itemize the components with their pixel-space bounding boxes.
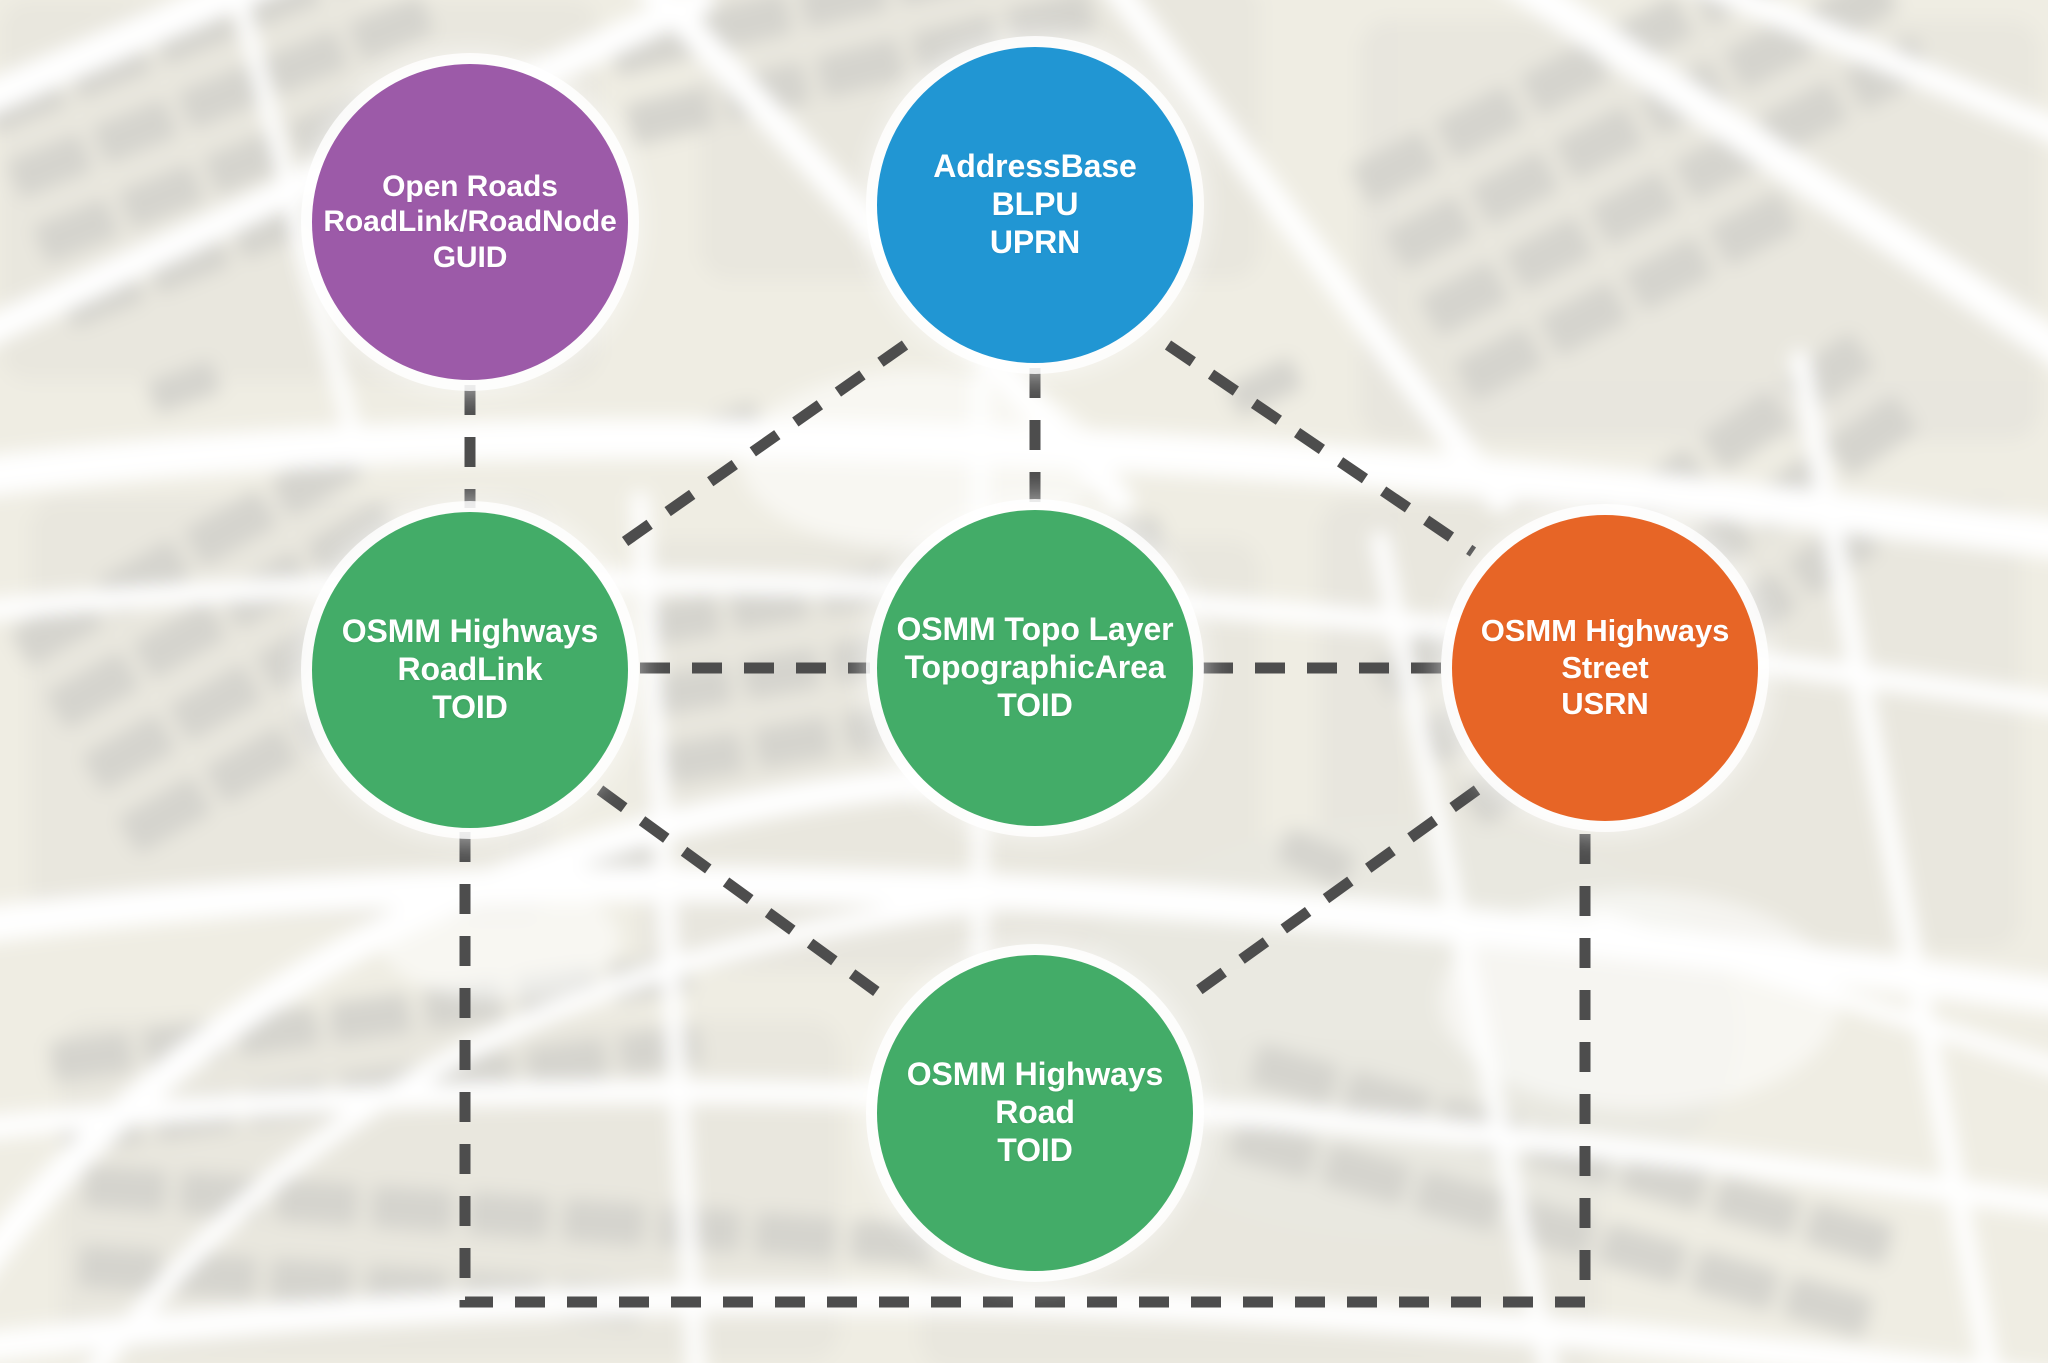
node-label-line: BLPU	[991, 186, 1079, 223]
edge-osmm-highways-roadlink--osmm-highways-road	[596, 785, 892, 1005]
node-label-line: TOID	[997, 1131, 1073, 1168]
node-label-line: USRN	[1561, 686, 1649, 722]
node-label-line: OSMM Highways	[906, 1056, 1164, 1093]
edge-addressbase--osmm-highways-street	[1164, 340, 1477, 557]
node-label-line: UPRN	[989, 223, 1081, 260]
node-label-line: AddressBase	[933, 148, 1137, 185]
edge-osmm-highways-street--osmm-highways-road	[1181, 785, 1481, 1005]
node-label-line: OSMM Topo Layer	[896, 611, 1174, 648]
node-label-line: RoadLink/RoadNode	[323, 205, 617, 239]
node-label-line: GUID	[432, 240, 508, 274]
node-label-line: TopographicArea	[904, 649, 1166, 686]
node-label-line: Street	[1561, 649, 1649, 685]
node-label-line: OSMM Highways	[1480, 613, 1730, 649]
node-label-line: OSMM Highways	[341, 613, 599, 650]
edge-addressbase--osmm-highways-roadlink	[609, 340, 909, 555]
node-label-line: TOID	[432, 688, 508, 725]
node-label-line: Road	[995, 1094, 1075, 1131]
node-label-line: RoadLink	[397, 651, 543, 688]
node-label-line: Open Roads	[382, 169, 558, 203]
edge-osmm-highways-roadlink--osmm-highways-street-outer	[459, 824, 1591, 1308]
node-label-line: TOID	[997, 686, 1073, 723]
